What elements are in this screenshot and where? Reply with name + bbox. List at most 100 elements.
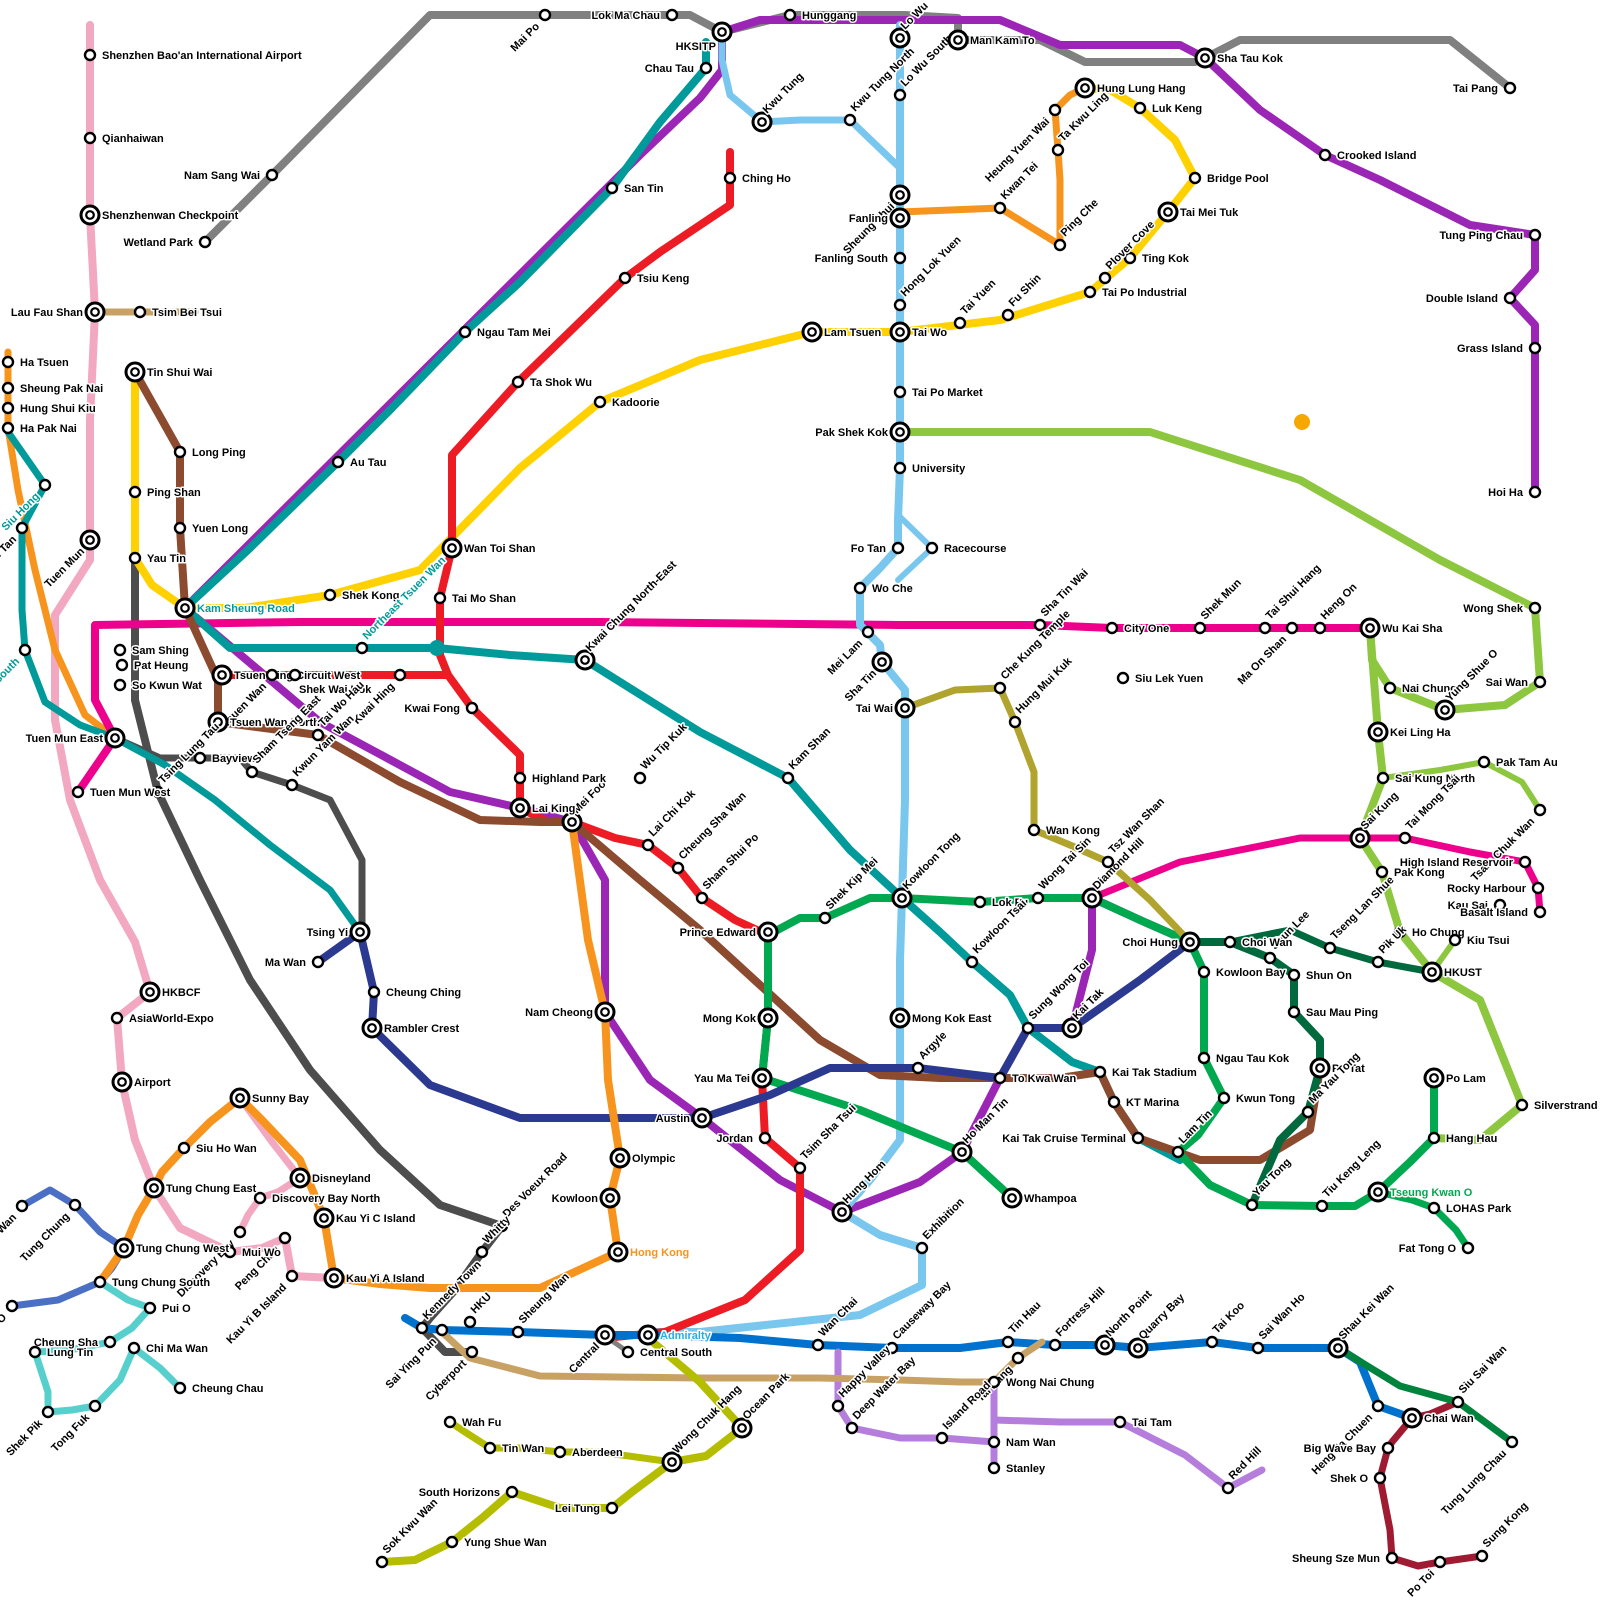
station-marker[interactable] <box>1 421 15 435</box>
station-marker[interactable] <box>1258 621 1272 635</box>
station-marker[interactable] <box>1323 941 1337 955</box>
station-marker[interactable] <box>15 1199 29 1213</box>
station-marker[interactable] <box>1375 865 1389 879</box>
station-marker[interactable] <box>843 113 857 127</box>
station-marker[interactable] <box>393 668 407 682</box>
station-marker[interactable] <box>605 1501 619 1515</box>
station-marker[interactable] <box>1371 955 1385 969</box>
station-marker[interactable] <box>1197 1051 1211 1065</box>
station-marker[interactable] <box>1505 1435 1519 1449</box>
station-marker[interactable] <box>278 1231 292 1245</box>
station-marker[interactable] <box>893 88 907 102</box>
station-marker[interactable] <box>935 1431 949 1445</box>
station-marker[interactable] <box>173 1381 187 1395</box>
station-marker[interactable] <box>915 1241 929 1255</box>
station-marker[interactable] <box>1381 1441 1395 1455</box>
station-marker[interactable] <box>993 201 1007 215</box>
station-marker[interactable] <box>1133 101 1147 115</box>
station-marker[interactable] <box>433 591 447 605</box>
station-marker[interactable] <box>953 316 967 330</box>
station-marker[interactable] <box>41 1405 55 1419</box>
station-marker[interactable] <box>1477 755 1491 769</box>
station-marker[interactable] <box>83 131 97 145</box>
station-marker[interactable] <box>331 455 345 469</box>
station-marker[interactable] <box>1033 618 1047 632</box>
station-marker[interactable] <box>1193 621 1207 635</box>
station-marker[interactable] <box>1098 271 1112 285</box>
station-marker[interactable] <box>505 1485 519 1499</box>
station-marker[interactable] <box>1528 341 1542 355</box>
station-marker[interactable] <box>133 305 147 319</box>
station-marker[interactable] <box>103 1335 117 1349</box>
station-marker[interactable] <box>18 643 32 657</box>
station-marker[interactable] <box>793 1161 807 1175</box>
station-marker[interactable] <box>1 401 15 415</box>
station-marker[interactable] <box>1528 601 1542 615</box>
station-marker[interactable] <box>893 385 907 399</box>
station-marker[interactable] <box>911 1061 925 1075</box>
station-marker[interactable] <box>323 588 337 602</box>
station-marker[interactable] <box>1528 485 1542 499</box>
station-marker[interactable] <box>618 271 632 285</box>
station-marker[interactable] <box>1518 855 1532 869</box>
station-marker[interactable] <box>5 1299 19 1313</box>
station-marker[interactable] <box>68 1198 82 1212</box>
station-marker[interactable] <box>1398 831 1412 845</box>
station-marker[interactable] <box>1001 308 1015 322</box>
station-marker[interactable] <box>965 955 979 969</box>
station-marker[interactable] <box>1461 1241 1475 1255</box>
station-marker[interactable] <box>88 1399 102 1413</box>
station-marker[interactable] <box>15 521 29 535</box>
station-marker[interactable] <box>511 375 525 389</box>
station-marker[interactable] <box>1285 621 1299 635</box>
station-marker[interactable] <box>1197 965 1211 979</box>
station-marker[interactable] <box>993 1071 1007 1085</box>
station-marker[interactable] <box>1371 1399 1385 1413</box>
station-marker[interactable] <box>987 1461 1001 1475</box>
station-marker[interactable] <box>1001 1335 1015 1349</box>
station-marker[interactable] <box>177 1141 191 1155</box>
station-marker[interactable] <box>853 581 867 595</box>
station-marker[interactable] <box>811 1338 825 1352</box>
station-marker[interactable] <box>641 838 655 852</box>
station-marker[interactable] <box>1503 291 1517 305</box>
station-marker[interactable] <box>1048 103 1062 117</box>
station-marker[interactable] <box>115 658 129 672</box>
station-marker[interactable] <box>538 8 552 22</box>
station-marker[interactable] <box>1383 681 1397 695</box>
station-marker[interactable] <box>465 1345 479 1359</box>
station-marker[interactable] <box>375 1555 389 1569</box>
station-marker[interactable] <box>193 751 207 765</box>
station-marker[interactable] <box>1113 1415 1127 1429</box>
station-marker[interactable] <box>621 1345 635 1359</box>
station-marker[interactable] <box>288 668 302 682</box>
station-marker[interactable] <box>128 485 142 499</box>
station-marker[interactable] <box>1116 671 1130 685</box>
station-marker[interactable] <box>1373 1471 1387 1485</box>
station-marker[interactable] <box>1287 1005 1301 1019</box>
station-marker[interactable] <box>245 765 259 779</box>
station-marker[interactable] <box>367 985 381 999</box>
station-marker[interactable] <box>1533 675 1547 689</box>
station-marker[interactable] <box>265 668 279 682</box>
station-marker[interactable] <box>553 1445 567 1459</box>
station-marker[interactable] <box>925 541 939 555</box>
station-marker[interactable] <box>987 1435 1001 1449</box>
station-marker[interactable] <box>1105 621 1119 635</box>
station-marker[interactable] <box>355 641 369 655</box>
station-marker[interactable] <box>1171 1145 1185 1159</box>
station-marker[interactable] <box>1205 1335 1219 1349</box>
station-marker[interactable] <box>1051 143 1065 157</box>
station-marker[interactable] <box>893 298 907 312</box>
station-marker[interactable] <box>1315 1199 1329 1213</box>
station-marker[interactable] <box>463 1315 477 1329</box>
station-marker[interactable] <box>83 48 97 62</box>
station-marker[interactable] <box>233 1225 247 1239</box>
station-marker[interactable] <box>831 1399 845 1413</box>
station-marker[interactable] <box>1301 1105 1315 1119</box>
station-marker[interactable] <box>1313 621 1327 635</box>
station-marker[interactable] <box>110 1011 124 1025</box>
station-marker[interactable] <box>723 171 737 185</box>
station-marker[interactable] <box>993 681 1007 695</box>
station-marker[interactable] <box>1188 171 1202 185</box>
